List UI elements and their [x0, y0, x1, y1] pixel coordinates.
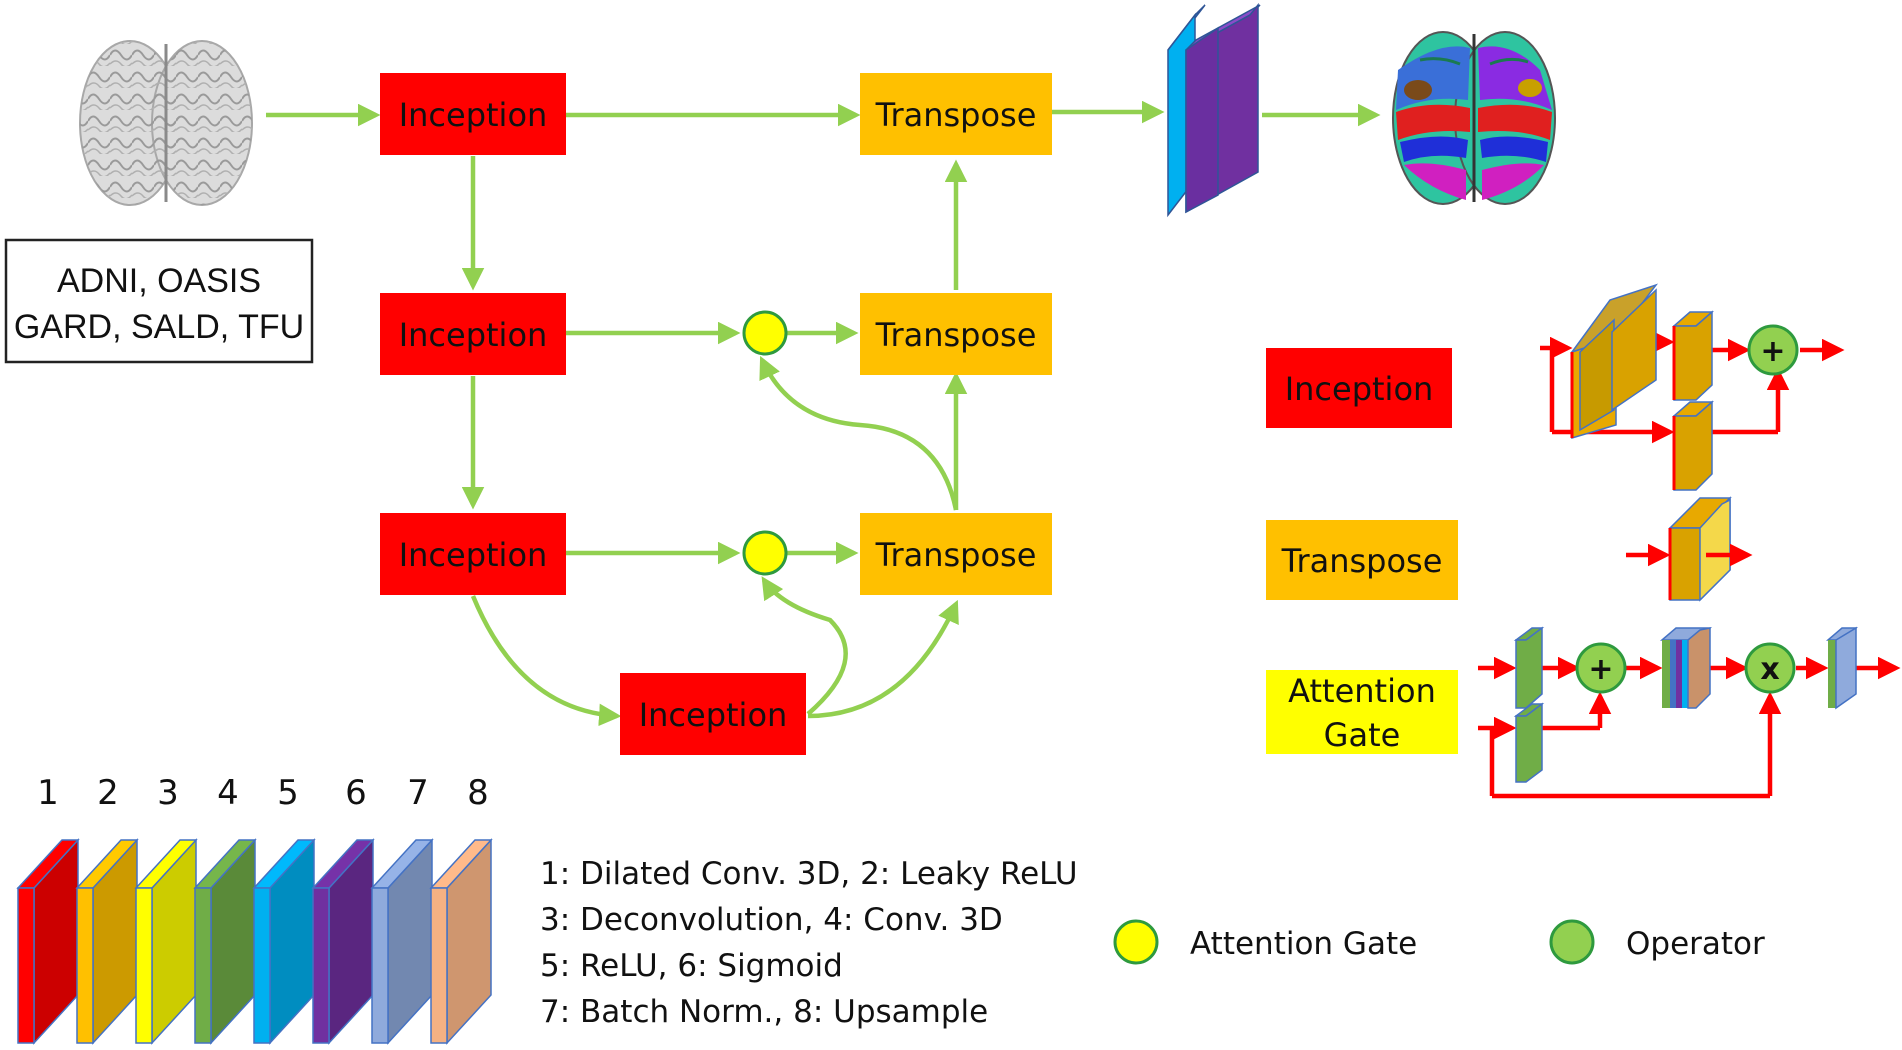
legend-attention-gate: Attention Gate	[1266, 670, 1458, 754]
layer-legend-slabs	[16, 838, 493, 1045]
layer-number-2: 2	[97, 773, 119, 813]
inception-block-3: Inception	[380, 513, 566, 595]
svg-text:Inception: Inception	[399, 536, 548, 574]
transpose-detail	[1626, 496, 1753, 602]
inception-block-2: Inception	[380, 293, 566, 375]
layer-slab-3	[134, 838, 198, 1045]
layer-number-3: 3	[157, 773, 179, 813]
layer-number-5: 5	[277, 773, 299, 813]
layer-legend-line-2: 3: Deconvolution, 4: Conv. 3D	[540, 902, 1003, 938]
layer-slab-5	[252, 838, 316, 1045]
svg-text:+: +	[1760, 334, 1785, 369]
attention-gate-2	[742, 530, 788, 576]
svg-text:Operator: Operator	[1626, 926, 1765, 962]
layer-number-8: 8	[467, 773, 489, 813]
transpose-block-1: Transpose	[860, 73, 1052, 155]
layer-legend-text: 1: Dilated Conv. 3D, 2: Leaky ReLU 3: De…	[540, 856, 1078, 1030]
layer-number-6: 6	[345, 773, 367, 813]
svg-text:Transpose: Transpose	[875, 316, 1037, 354]
transpose-block-3: Transpose	[860, 513, 1052, 595]
layer-number-1: 1	[37, 773, 59, 813]
layer-number-4: 4	[217, 773, 239, 813]
svg-text:Transpose: Transpose	[875, 96, 1037, 134]
layer-legend-line-1: 1: Dilated Conv. 3D, 2: Leaky ReLU	[540, 856, 1078, 892]
transpose-block-2: Transpose	[860, 293, 1052, 375]
input-brain-image	[79, 40, 253, 206]
output-layer-stack	[1167, 2, 1261, 218]
layer-slab-1	[16, 838, 80, 1045]
arrow-transpose-3-to-gate-1	[759, 355, 959, 511]
svg-text:Inception: Inception	[399, 96, 548, 134]
svg-text:Transpose: Transpose	[875, 536, 1037, 574]
output-segmented-brain-image	[1392, 31, 1556, 205]
svg-text:Inception: Inception	[399, 316, 548, 354]
symbol-legend-operator: Operator	[1549, 919, 1765, 965]
attention-gate-detail: + x	[1478, 626, 1901, 799]
dataset-box: ADNI, OASIS GARD, SALD, TFU	[4, 238, 314, 364]
inception-detail: +	[1540, 283, 1845, 491]
attention-gate-1	[742, 310, 788, 356]
svg-text:Inception: Inception	[1285, 370, 1434, 408]
layer-legend-line-3: 5: ReLU, 6: Sigmoid	[540, 948, 843, 984]
layer-slab-2	[75, 838, 139, 1045]
arrow-inception-3-to-inception-4	[470, 595, 622, 727]
inception-block-1: Inception	[380, 73, 566, 155]
inception-block-4: Inception	[620, 673, 806, 755]
legend-inception: Inception	[1266, 348, 1452, 428]
layer-slab-7	[370, 838, 434, 1045]
svg-text:Transpose: Transpose	[1281, 542, 1443, 580]
svg-text:Inception: Inception	[639, 696, 788, 734]
svg-text:+: +	[1588, 652, 1613, 687]
layer-number-7: 7	[407, 773, 429, 813]
svg-text:Attention Gate: Attention Gate	[1190, 926, 1417, 962]
svg-text:Attention: Attention	[1288, 672, 1436, 710]
dataset-line-1: ADNI, OASIS	[57, 262, 261, 300]
network-connections	[266, 100, 1381, 727]
layer-legend-line-4: 7: Batch Norm., 8: Upsample	[540, 994, 988, 1030]
layer-slab-4	[193, 838, 257, 1045]
dataset-line-2: GARD, SALD, TFU	[14, 308, 304, 346]
legend-transpose: Transpose	[1266, 520, 1458, 600]
symbol-legend-attention-gate: Attention Gate	[1113, 919, 1417, 965]
svg-text:Gate: Gate	[1324, 716, 1401, 754]
svg-text:x: x	[1760, 652, 1779, 687]
arrow-inception-4-to-transpose-3	[807, 599, 959, 719]
arrow-inception-4-to-gate-2	[761, 576, 848, 716]
layer-slab-6	[311, 838, 375, 1045]
layer-slab-8	[429, 838, 493, 1045]
